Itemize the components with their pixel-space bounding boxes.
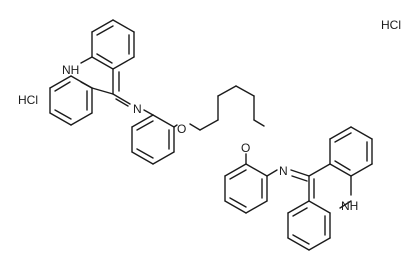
lower-n-c-bond [290,169,310,177]
lower-acridine-bottom-ring [287,200,331,251]
upper-nh-label: NH [62,63,79,77]
lower-acridine-central-ring [308,175,352,214]
upper-n-phenyl-bond [143,109,154,116]
upper-acridine-top-ring [91,19,135,70]
lower-phenyl-n-bond [266,169,278,177]
upper-acridine-central-ring [80,56,120,95]
lower-acridine-top-ring [308,126,373,177]
hcl-label-right: HCl [381,18,401,32]
lower-nh-label: NH [341,199,358,213]
lower-imine-n-label: N [279,164,288,178]
lower-n-c-double [291,175,308,182]
upper-phenyl-ring [131,114,175,165]
upper-ether-o-label: O [177,122,186,136]
hcl-label-left: HCl [18,93,38,107]
lower-phenyl-ring [224,163,268,214]
upper-c-n-bond [112,93,131,105]
lower-ether-o-label: O [241,141,250,155]
upper-phenyl-o-bond [173,124,178,128]
upper-acridine-bottom-ring [49,75,114,126]
hexyl-chain [189,85,265,131]
upper-c-n-double [115,98,129,107]
upper-imine-n-label: N [133,102,142,116]
lower-acridine [287,126,373,251]
upper-acridine [49,19,135,126]
